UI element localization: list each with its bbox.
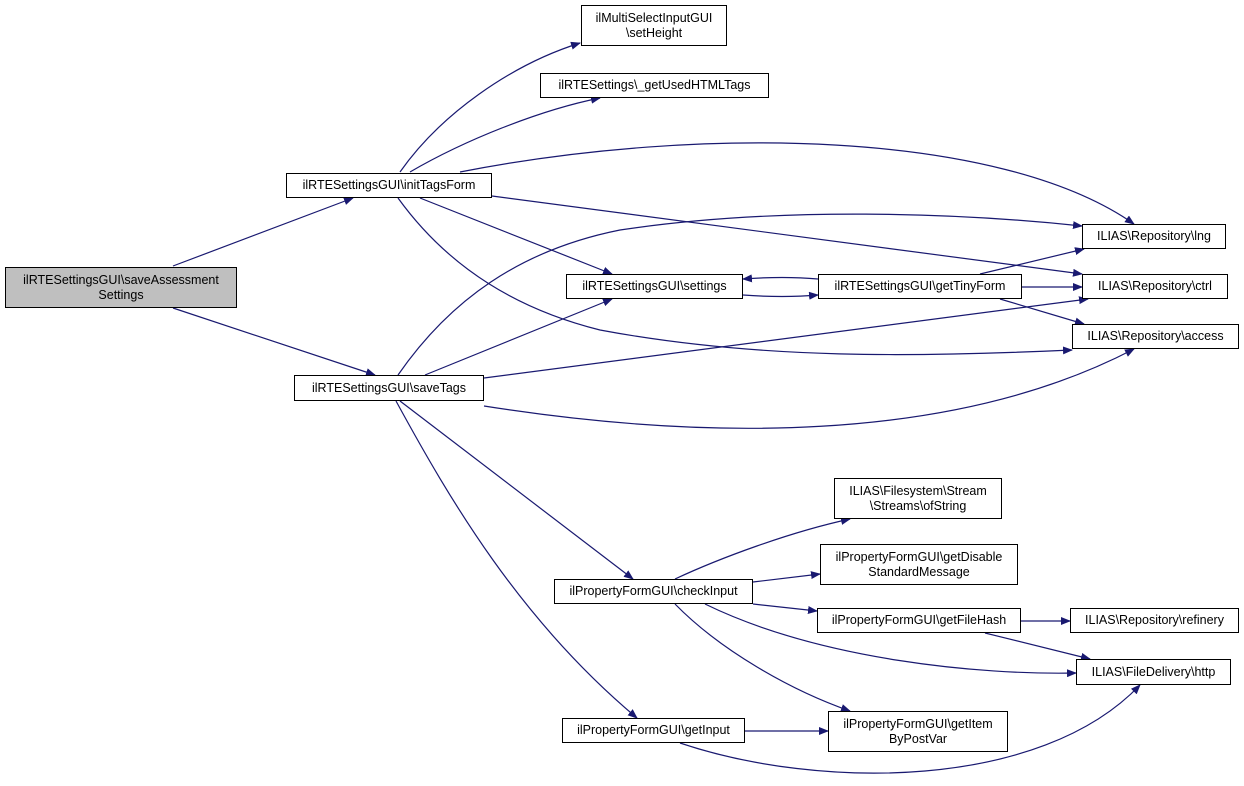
edge-init-tags-form-to-repo-lng xyxy=(459,142,1135,225)
node-get-used-html-tags[interactable]: ilRTESettings\_getUsedHTMLTags xyxy=(540,73,769,98)
edge-init-tags-form-to-get-used-html-tags xyxy=(409,95,601,173)
edge-save-tags-to-repo-lng xyxy=(397,213,1083,376)
edge-get-tiny-form-to-repo-lng xyxy=(979,247,1085,275)
edge-save-assessment-to-init-tags-form xyxy=(172,197,354,267)
edge-save-tags-to-settings xyxy=(424,298,613,376)
node-repository-ctrl[interactable]: ILIAS\Repository\ctrl xyxy=(1082,274,1228,299)
node-set-height[interactable]: ilMultiSelectInputGUI \setHeight xyxy=(581,5,727,46)
edge-save-assessment-to-save-tags xyxy=(172,307,376,376)
edges-layer xyxy=(172,41,1141,774)
node-check-input[interactable]: ilPropertyFormGUI\checkInput xyxy=(554,579,753,604)
node-get-item-by-post-var[interactable]: ilPropertyFormGUI\getItem ByPostVar xyxy=(828,711,1008,752)
node-repository-refinery[interactable]: ILIAS\Repository\refinery xyxy=(1070,608,1239,633)
node-repository-lng[interactable]: ILIAS\Repository\lng xyxy=(1082,224,1226,249)
node-save-assessment-settings: ilRTESettingsGUI\saveAssessment Settings xyxy=(5,267,237,308)
node-get-file-hash[interactable]: ilPropertyFormGUI\getFileHash xyxy=(817,608,1021,633)
edge-check-input-to-streams-of-string xyxy=(674,516,851,580)
edge-check-input-to-get-disable-std-msg xyxy=(752,571,821,583)
edge-save-tags-to-repo-ctrl xyxy=(483,296,1089,379)
edge-get-tiny-form-to-repo-access xyxy=(999,298,1085,326)
edge-init-tags-form-to-repo-ctrl xyxy=(491,195,1083,277)
edge-get-file-hash-to-file-delivery-http xyxy=(984,632,1091,661)
edge-save-tags-to-get-input xyxy=(395,400,638,719)
node-settings[interactable]: ilRTESettingsGUI\settings xyxy=(566,274,743,299)
edge-save-tags-to-check-input xyxy=(399,400,634,580)
node-get-tiny-form[interactable]: ilRTESettingsGUI\getTinyForm xyxy=(818,274,1022,299)
edge-save-tags-to-repo-access xyxy=(483,348,1135,429)
edge-init-tags-form-to-repo-access xyxy=(397,197,1073,356)
edge-check-input-to-get-file-hash xyxy=(752,603,818,614)
node-get-disable-standard-message[interactable]: ilPropertyFormGUI\getDisable StandardMes… xyxy=(820,544,1018,585)
edge-get-input-to-file-delivery-http xyxy=(679,684,1141,774)
edge-init-tags-form-to-settings xyxy=(419,197,613,275)
edge-get-tiny-form-to-settings xyxy=(742,274,819,283)
edge-settings-to-get-tiny-form xyxy=(742,291,819,300)
edge-init-tags-form-to-set-height xyxy=(399,41,581,173)
node-repository-access[interactable]: ILIAS\Repository\access xyxy=(1072,324,1239,349)
node-file-delivery-http[interactable]: ILIAS\FileDelivery\http xyxy=(1076,659,1231,685)
node-get-input[interactable]: ilPropertyFormGUI\getInput xyxy=(562,718,745,743)
edge-check-input-to-get-item-by-post-var xyxy=(674,603,851,712)
node-init-tags-form[interactable]: ilRTESettingsGUI\initTagsForm xyxy=(286,173,492,198)
edge-check-input-to-file-delivery-http xyxy=(704,603,1077,678)
node-streams-of-string[interactable]: ILIAS\Filesystem\Stream \Streams\ofStrin… xyxy=(834,478,1002,519)
node-save-tags[interactable]: ilRTESettingsGUI\saveTags xyxy=(294,375,484,401)
